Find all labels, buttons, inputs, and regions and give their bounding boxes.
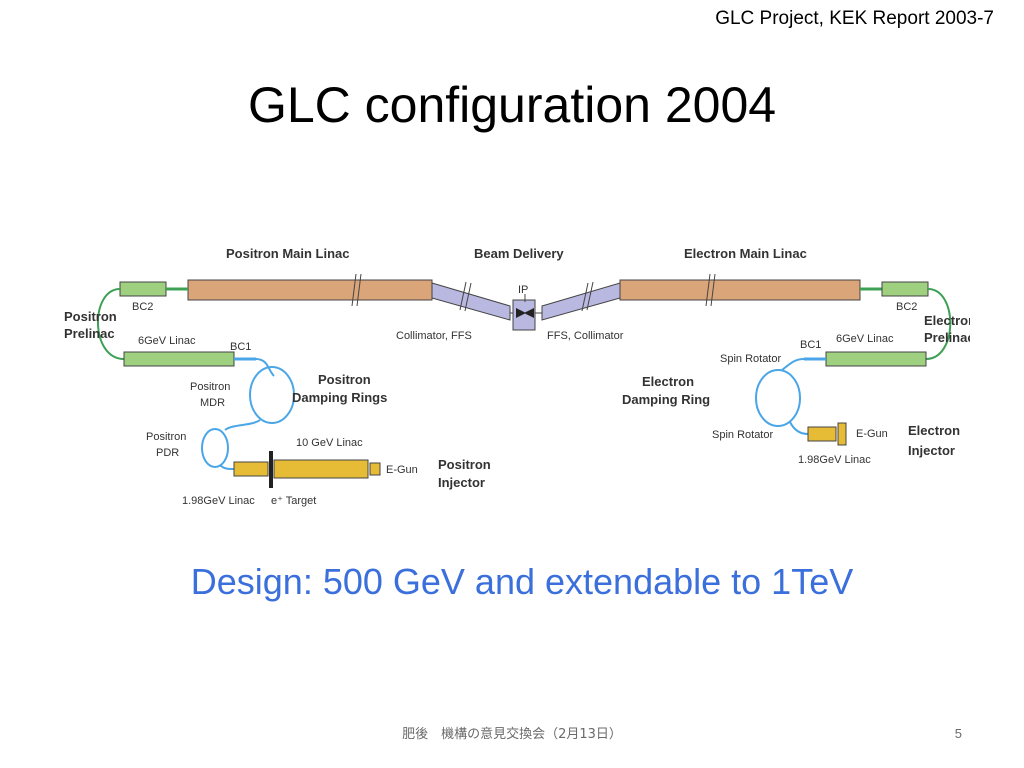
- mdr-pdr-link: [224, 419, 261, 431]
- positron-injector-label-2: Injector: [438, 475, 485, 490]
- positron-return-arc: [97, 288, 125, 360]
- ip-detector: [512, 299, 536, 331]
- positron-10gev-linac: [273, 459, 369, 479]
- electron-prelinac-label-2: Prelinac: [924, 330, 970, 345]
- break-mark: [705, 273, 716, 307]
- electron-198-label: 1.98GeV Linac: [798, 454, 871, 466]
- mdr-feed: [255, 358, 275, 377]
- header-positron-main-linac: Positron Main Linac: [226, 246, 350, 261]
- spin-rotator-bottom-label: Spin Rotator: [712, 429, 773, 441]
- positron-pdr-label-1: Positron: [146, 431, 186, 443]
- ip-label: IP: [518, 284, 528, 296]
- positron-prelinac-label-2: Prelinac: [64, 326, 115, 341]
- positron-bc1-label: BC1: [230, 341, 251, 353]
- positron-prelinac-label-1: Positron: [64, 309, 117, 324]
- electron-egun: [837, 422, 847, 446]
- positron-mdr-label-2: MDR: [200, 397, 225, 409]
- positron-target-label: e⁺ Target: [271, 495, 316, 507]
- positron-mdr-ring: [249, 366, 295, 424]
- header-beam-delivery: Beam Delivery: [474, 246, 564, 261]
- positron-6gev-linac: [123, 351, 235, 367]
- ffs-collimator-label: FFS, Collimator: [547, 330, 624, 342]
- positron-pdr-ring: [201, 428, 229, 468]
- electron-damping-label-2: Damping Ring: [622, 392, 710, 407]
- electron-ring-bottom-link: [789, 421, 809, 435]
- electron-damping-label-1: Electron: [642, 374, 694, 389]
- positron-mdr-label-1: Positron: [190, 381, 230, 393]
- positron-10gev-label: 10 GeV Linac: [296, 437, 363, 449]
- positron-damping-label-2: Damping Rings: [292, 390, 387, 405]
- positron-injector-label-1: Positron: [438, 457, 491, 472]
- positron-bc2: [119, 281, 167, 297]
- slide-title: GLC configuration 2004: [247, 77, 777, 133]
- positron-egun-label: E-Gun: [386, 464, 418, 476]
- ip-arrow-icon: [524, 308, 534, 318]
- spin-rotator-top-label: Spin Rotator: [720, 353, 781, 365]
- design-note: Design: 500 GeV and extendable to 1TeV: [190, 561, 854, 602]
- electron-injector-label-1: Electron: [908, 423, 960, 438]
- positron-egun: [369, 462, 381, 476]
- glc-layout-diagram: Positron Main Linac Beam Delivery Electr…: [64, 246, 970, 507]
- electron-damping-ring: [755, 369, 801, 427]
- electron-prelinac-label-1: Electron: [924, 313, 970, 328]
- electron-return-arc: [925, 288, 952, 360]
- footer-text: 肥後 機構の意見交換会（2月13日）: [402, 727, 622, 742]
- electron-bc2: [881, 281, 929, 297]
- positron-main-linac: [187, 279, 433, 301]
- page-number: 5: [954, 726, 962, 741]
- electron-main-linac: [619, 279, 861, 301]
- electron-bc1-label: BC1: [800, 339, 821, 351]
- positron-bc2-label: BC2: [132, 301, 153, 313]
- header-electron-main-linac: Electron Main Linac: [684, 246, 807, 261]
- electron-6gev-linac: [825, 351, 927, 367]
- electron-6gev-label: 6GeV Linac: [836, 333, 894, 345]
- electron-bc2-label: BC2: [896, 301, 917, 313]
- collimator-ffs-label: Collimator, FFS: [396, 330, 472, 342]
- break-mark: [459, 281, 594, 312]
- pdr-injector-link: [219, 464, 235, 470]
- ip-arrow-icon: [516, 308, 526, 318]
- positron-damping-label-1: Positron: [318, 372, 371, 387]
- electron-injector-label-2: Injector: [908, 443, 955, 458]
- report-reference: GLC Project, KEK Report 2003-7: [715, 8, 994, 29]
- positron-pdr-label-2: PDR: [156, 447, 179, 459]
- electron-198-linac: [807, 426, 837, 442]
- electron-egun-label: E-Gun: [856, 428, 888, 440]
- positron-198-linac: [233, 461, 269, 477]
- beam-delivery-left: [431, 282, 511, 321]
- break-mark: [351, 273, 362, 307]
- positron-198-label: 1.98GeV Linac: [182, 495, 255, 507]
- electron-ring-top-link: [781, 358, 805, 371]
- beam-delivery-right: [541, 282, 621, 321]
- positron-6gev-label: 6GeV Linac: [138, 335, 196, 347]
